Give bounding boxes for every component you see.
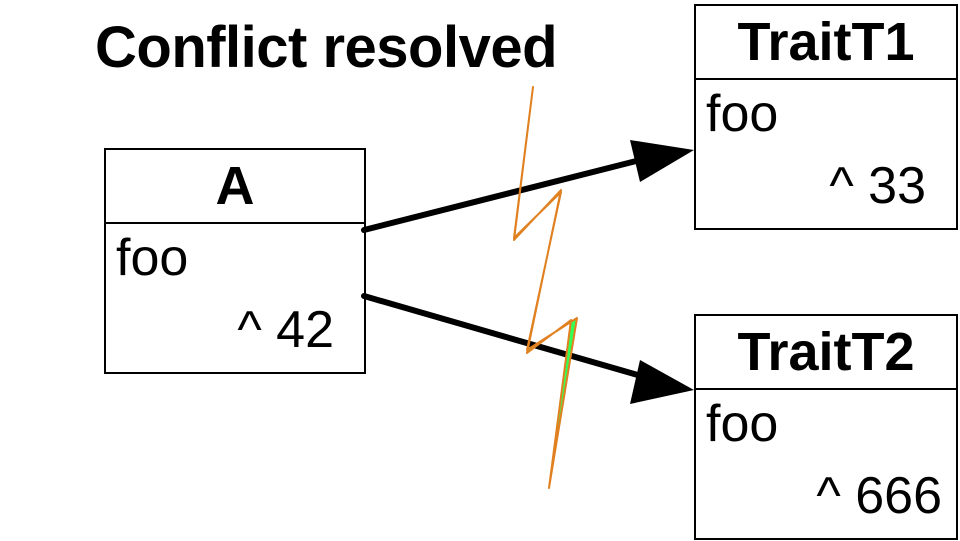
diagram-title: Conflict resolved xyxy=(95,15,558,80)
arrow-a-to-t2 xyxy=(361,293,694,404)
method-return: ^ 666 xyxy=(816,467,942,525)
method-return: ^ 42 xyxy=(237,301,334,359)
trait-box-t2: TraitT2 foo ^ 666 xyxy=(694,314,958,540)
method-name: foo xyxy=(706,395,779,453)
arrow-a-to-t1 xyxy=(361,140,694,233)
lightning-bolt-icon xyxy=(513,86,578,489)
method-name: foo xyxy=(706,85,779,143)
trait-name: TraitT2 xyxy=(696,316,956,390)
class-box-a: A foo ^ 42 xyxy=(104,148,366,374)
trait-box-t1: TraitT1 foo ^ 33 xyxy=(694,4,958,230)
method-name: foo xyxy=(116,229,189,287)
trait-name: TraitT1 xyxy=(696,6,956,80)
class-name: A xyxy=(106,150,364,224)
method-return: ^ 33 xyxy=(829,157,926,215)
